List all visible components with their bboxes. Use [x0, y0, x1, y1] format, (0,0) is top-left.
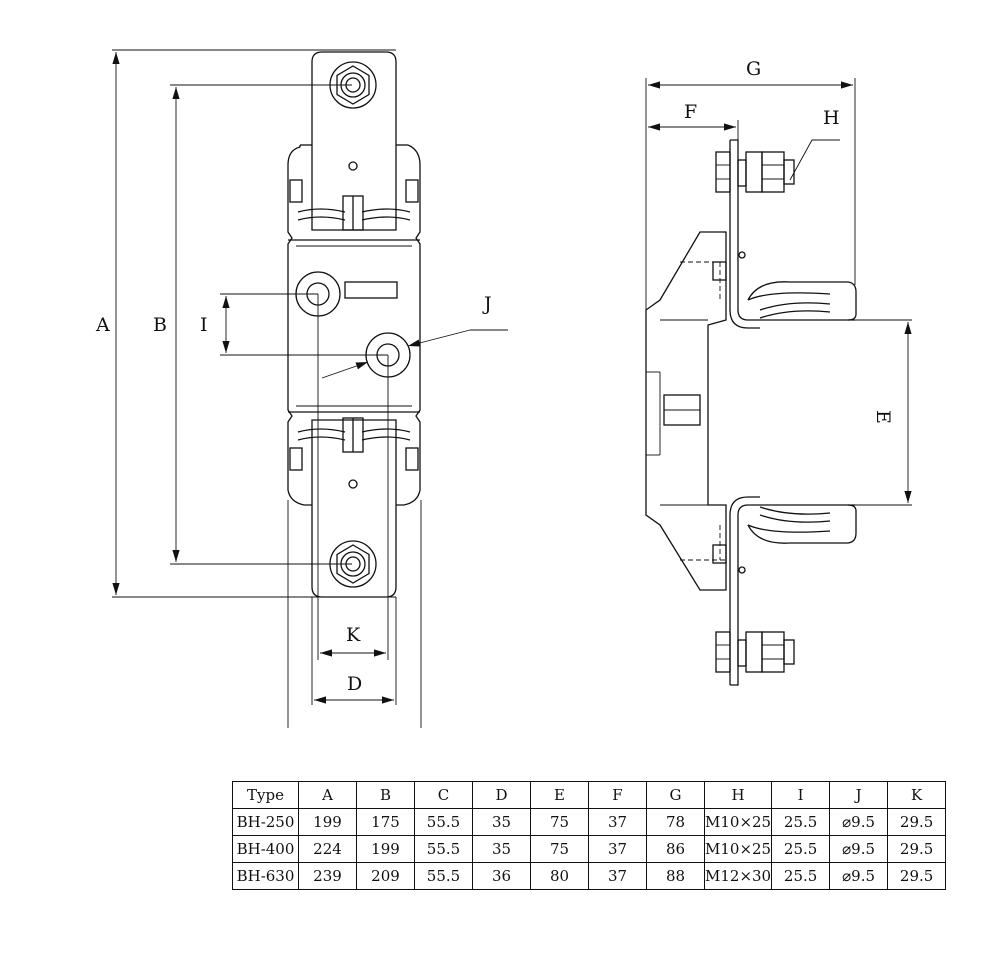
header-cell: E	[530, 781, 589, 809]
table-cell: BH-400	[232, 835, 299, 863]
table-cell: 37	[588, 862, 647, 890]
header-cell: J	[829, 781, 889, 809]
header-cell: A	[298, 781, 357, 809]
table-cell: 86	[646, 835, 705, 863]
table-cell: 35	[472, 808, 531, 836]
table-cell: 29.5	[887, 808, 947, 836]
header-cell: Type	[232, 781, 299, 809]
header-cell: I	[771, 781, 831, 809]
table-row: BH-630 239 209 55.5 36 80 37 88 M12×30 2…	[232, 862, 947, 890]
table-cell: 37	[588, 835, 647, 863]
table-cell: 75	[530, 835, 589, 863]
header-cell: G	[646, 781, 705, 809]
table-row: BH-400 224 199 55.5 35 75 37 86 M10×25 2…	[232, 835, 947, 863]
table-cell: ⌀9.5	[829, 862, 889, 890]
table-cell: 36	[472, 862, 531, 890]
table-cell: M10×25	[703, 835, 773, 863]
table-cell: 224	[298, 835, 357, 863]
dim-label-f: F	[684, 101, 697, 123]
table-cell: 25.5	[771, 808, 831, 836]
header-cell: H	[703, 781, 773, 809]
table-cell: 55.5	[414, 835, 473, 863]
header-cell: C	[414, 781, 473, 809]
table-cell: ⌀9.5	[829, 808, 889, 836]
dim-label-b: B	[153, 314, 167, 336]
dim-label-a: A	[95, 314, 110, 336]
table-cell: 25.5	[771, 835, 831, 863]
table-cell: 55.5	[414, 808, 473, 836]
dim-label-g: G	[746, 58, 761, 80]
dim-label-j: J	[482, 293, 492, 315]
table-cell: 199	[356, 835, 415, 863]
header-cell: F	[588, 781, 647, 809]
header-cell: K	[887, 781, 947, 809]
table-cell: 239	[298, 862, 357, 890]
table-cell: 199	[298, 808, 357, 836]
front-view: A B I J K D	[95, 49, 508, 728]
table-cell: 35	[472, 835, 531, 863]
table-row: BH-250 199 175 55.5 35 75 37 78 M10×25 2…	[232, 808, 947, 836]
table-cell: 37	[588, 808, 647, 836]
dim-label-i: I	[200, 314, 208, 336]
table-cell: BH-250	[232, 808, 299, 836]
table-cell: 75	[530, 808, 589, 836]
table-cell: BH-630	[232, 862, 299, 890]
spec-table-header-row: Type A B C D E F G H I J K	[232, 781, 947, 809]
table-cell: 88	[646, 862, 705, 890]
dim-label-h: H	[823, 107, 840, 129]
side-view: G F H E	[645, 58, 912, 686]
table-cell: 78	[646, 808, 705, 836]
table-cell: M10×25	[703, 808, 773, 836]
table-cell: ⌀9.5	[829, 835, 889, 863]
table-cell: 29.5	[887, 835, 947, 863]
table-cell: 55.5	[414, 862, 473, 890]
table-cell: 29.5	[887, 862, 947, 890]
dim-label-d: D	[347, 673, 362, 695]
header-cell: D	[472, 781, 531, 809]
table-cell: 25.5	[771, 862, 831, 890]
table-cell: 175	[356, 808, 415, 836]
table-cell: 209	[356, 862, 415, 890]
table-cell: 80	[530, 862, 589, 890]
table-cell: M12×30	[703, 862, 773, 890]
dim-label-k: K	[346, 624, 361, 646]
header-cell: B	[356, 781, 415, 809]
dim-label-e: E	[872, 410, 894, 424]
spec-table: Type A B C D E F G H I J K BH-250 199 17…	[232, 781, 947, 890]
